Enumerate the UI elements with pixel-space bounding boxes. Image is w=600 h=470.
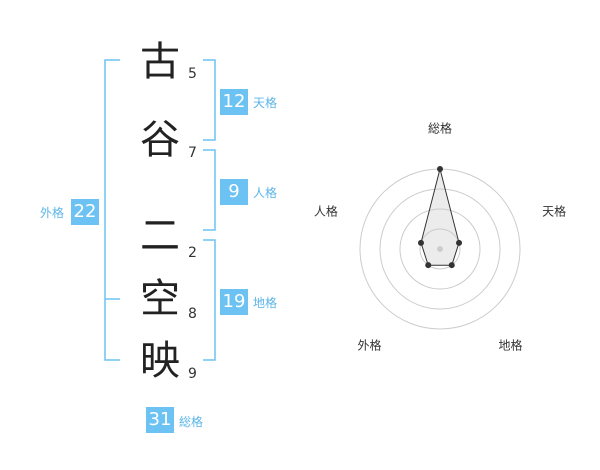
radar-axis-label: 天格 [542,203,566,218]
stroke-count-5: 9 [188,366,197,382]
chikaku-label: 地格 [253,296,278,310]
radar-axis-label: 人格 [314,203,338,218]
stroke-count-4: 8 [188,306,197,322]
radar-point-1 [437,166,443,172]
jinkaku-label: 人格 [253,186,278,200]
gaikaku-value: 22 [71,199,99,225]
radar-point-3 [448,262,455,269]
tenkaku-value: 12 [220,89,248,115]
radar-grid-ring [399,208,481,290]
chikaku-value: 19 [220,289,248,315]
name-char-4: 空 [140,276,180,322]
radar-axis-label: 地格 [499,338,523,353]
gaikaku-bracket [104,59,120,361]
radar-axis-label: 外格 [357,338,381,353]
radar-grid-ring [419,228,461,270]
radar-center-dot [437,246,443,252]
gaikaku-label: 外格 [40,206,65,220]
stroke-count-2: 7 [188,145,197,161]
name-char-3: 二 [140,213,180,259]
radar-value-polygon [420,168,460,266]
chikaku-bracket [203,239,216,361]
radar-point-2 [456,239,463,246]
tenkaku-label: 天格 [253,96,278,110]
radar-point-4 [425,262,432,269]
jinkaku-value: 9 [220,179,248,205]
name-char-1: 古 [140,39,180,85]
radar-axis-label: 総格 [428,121,452,136]
name-char-5: 映 [140,338,180,384]
stroke-count-3: 2 [188,245,197,261]
tenkaku-bracket [203,59,216,141]
soukaku-label: 総格 [179,415,204,429]
radar-grid-ring [379,188,501,310]
soukaku-value: 31 [146,407,174,433]
stroke-count-1: 5 [188,66,197,82]
radar-point-5 [417,239,424,246]
jinkaku-bracket [203,149,216,231]
name-char-2: 谷 [140,117,180,163]
